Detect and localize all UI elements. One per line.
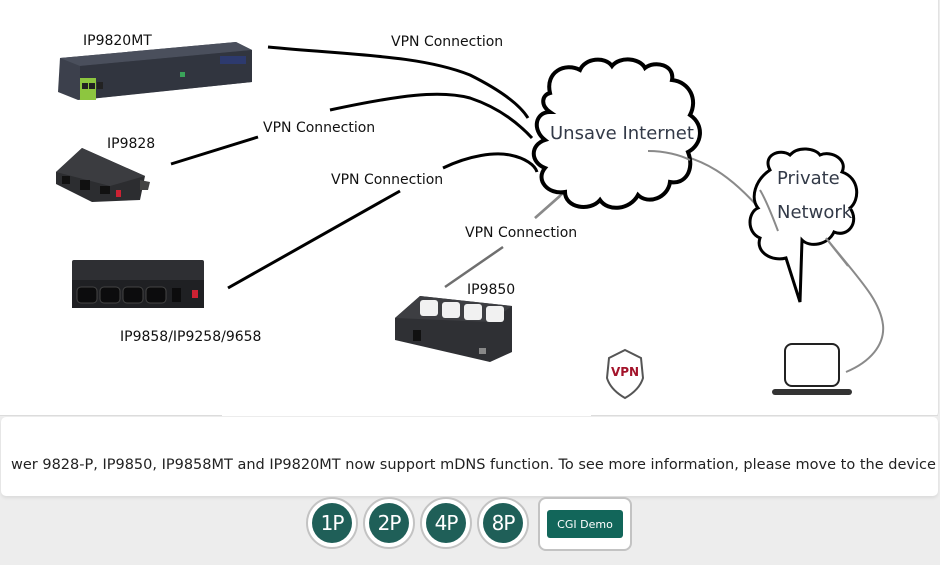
cgi-demo-frame: CGI Demo [538,497,632,551]
port-button-4p[interactable]: 4P [420,497,472,549]
vpn-shield-icon: VPN [605,348,645,400]
private-cloud-label-1: Private [777,168,840,189]
news-ticker-text: wer 9828-P, IP9850, IP9858MT and IP9820M… [11,457,936,473]
internet-cloud-icon [531,57,702,210]
device-label-ip9828: IP9828 [107,136,155,152]
connection-label-1: VPN Connection [391,34,503,50]
connection-line-ip9828 [170,135,259,166]
divider [591,415,938,416]
vpn-badge-text: VPN [611,365,639,379]
private-cloud-label-2: Network [777,202,853,223]
connection-label-2: VPN Connection [263,120,375,136]
connection-line-private-laptop [825,237,885,373]
port-button-4p-label: 4P [426,503,466,543]
port-button-2p[interactable]: 2P [363,497,415,549]
network-diagram: Unsave Internet Private Network VPN [56,33,885,400]
device-label-ip9850: IP9850 [467,282,515,298]
internet-cloud-label: Unsave Internet [550,123,694,144]
cgi-demo-button[interactable]: CGI Demo [547,510,623,538]
connection-line-ip9820mt [267,45,530,119]
private-network-cloud-icon [748,147,859,303]
port-button-1p[interactable]: 1P [306,497,358,549]
device-ip9850 [395,296,512,362]
device-ip9828 [56,148,150,202]
connection-line-ip9858-b [442,152,539,173]
port-button-1p-label: 1P [312,503,352,543]
divider [0,415,222,416]
device-label-ip9820mt: IP9820MT [83,33,152,49]
device-label-ip9858: IP9858/IP9258/9658 [120,329,261,345]
network-diagram-panel: Unsave Internet Private Network VPN [0,0,939,416]
connection-label-3: VPN Connection [331,172,443,188]
device-ip9820mt [58,42,252,100]
laptop-icon [772,343,852,395]
connection-line-ip9858-a [227,189,401,290]
port-button-2p-label: 2P [369,503,409,543]
connection-line-ip9850 [444,245,504,289]
device-ip9858 [72,260,204,308]
port-button-8p[interactable]: 8P [477,497,529,549]
news-ticker-panel: wer 9828-P, IP9850, IP9858MT and IP9820M… [1,417,938,496]
port-button-8p-label: 8P [483,503,523,543]
connection-label-4: VPN Connection [465,225,577,241]
connection-line-ip9820mt-2 [329,92,534,140]
